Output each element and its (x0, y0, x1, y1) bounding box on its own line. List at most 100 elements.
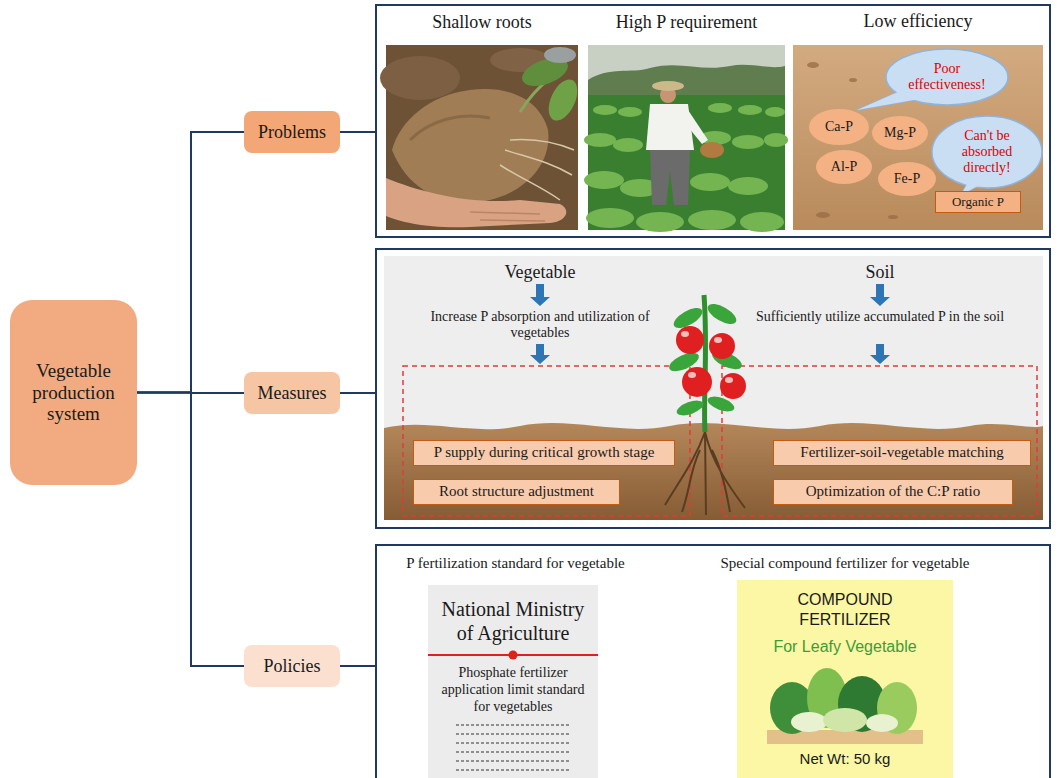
fertilizer-bag: COMPOUND FERTILIZERFor Leafy VegetableNe… (737, 580, 953, 778)
label-text: Special compound fertilizer for vegetabl… (685, 555, 1005, 572)
node-shape (456, 761, 570, 762)
tomato-plant (681, 331, 689, 337)
node-text: Net Wt: 50 kg (737, 750, 953, 767)
tree-connector (137, 393, 244, 667)
node-text: Poor effectiveness! (899, 61, 995, 93)
down-arrow (530, 344, 550, 364)
node-shape (509, 651, 518, 660)
farmer-field-photo (700, 142, 724, 158)
farmer-field-photo (765, 107, 785, 117)
node-shape (849, 78, 857, 82)
node-text: Organic P (952, 195, 1004, 210)
shallow-roots-photo (380, 56, 460, 100)
down-arrow (870, 284, 890, 306)
tomato-plant (720, 373, 746, 399)
measure-box: Optimization of the C:P ratio (773, 479, 1013, 505)
farmer-field-photo (584, 133, 616, 147)
farmer-field-photo (738, 105, 762, 115)
node-shape (456, 734, 570, 735)
farmer-field-photo (618, 107, 642, 117)
farmer-field-photo (593, 105, 617, 115)
measure-box: P supply during critical growth stage (413, 440, 675, 466)
shallow-roots-photo (544, 47, 576, 63)
node-shape (888, 215, 898, 219)
node-text: P supply during critical growth stage (434, 444, 655, 461)
measure-box: Fertilizer-soil-vegetable matching (773, 440, 1031, 466)
node-shape (456, 752, 570, 753)
node-text: Optimization of the C:P ratio (806, 483, 980, 500)
tomato-plant (688, 372, 696, 378)
down-arrow (870, 344, 890, 364)
root-box: Vegetable production system (10, 300, 137, 485)
node-shape (791, 712, 827, 732)
node-shape (816, 150, 872, 184)
tomato-plant (665, 295, 746, 515)
farmer-field-photo (740, 212, 784, 232)
node-shape (816, 212, 830, 218)
tomato-plant (709, 333, 735, 359)
node-text: Measures (258, 383, 327, 404)
farmer-field-photo (636, 212, 684, 232)
tomato-plant (676, 326, 746, 399)
node-text: Vegetable production system (15, 360, 132, 426)
node-text: Phosphate fertilizer application limit s… (438, 665, 588, 715)
category-box: Policies (244, 645, 340, 687)
down-arrow (530, 284, 550, 306)
node-shape (456, 770, 570, 771)
label-text: Sufficiently utilize accumulated P in th… (745, 309, 1015, 325)
node-text: Root structure adjustment (439, 483, 594, 500)
farmer-field-photo (613, 138, 643, 152)
node-shape (932, 116, 1042, 188)
shallow-roots-photo (543, 75, 583, 125)
soil-scene (403, 366, 690, 516)
shallow-roots-photo (410, 116, 490, 140)
speech-bubble: Poor effectiveness! (885, 48, 1009, 106)
node-text: Mg-P (884, 125, 916, 141)
soil-phosphorus-panel: Low efficiencyPoor effectiveness!Ca-PMg-… (793, 45, 1043, 230)
node-shape (456, 725, 570, 726)
soil-scene (722, 366, 1037, 516)
node-text: Problems (258, 122, 326, 143)
tree-connector (137, 132, 244, 393)
node-text: Al-P (831, 159, 857, 175)
node-text: COMPOUND FERTILIZER (767, 590, 923, 630)
node-shape (807, 62, 819, 68)
farmer-field-photo (652, 81, 684, 91)
panel-frame (340, 131, 376, 133)
tomato-plant (681, 331, 733, 383)
node-text: Ca-P (825, 119, 853, 135)
farmer-field-photo (650, 150, 690, 205)
farmer-field-photo (646, 104, 694, 150)
node-shape (823, 708, 867, 732)
farmer-field-photo (732, 135, 764, 149)
panel-frame (376, 545, 1050, 778)
tomato-plant (667, 300, 745, 418)
tomato-plant (714, 337, 722, 343)
tomato-plant (704, 295, 706, 432)
farmer-field-photo (584, 171, 624, 189)
speech-bubble: Can't be absorbed directly! (931, 115, 1043, 189)
phosphate-ellipse: Ca-P (808, 108, 870, 146)
farmer-field-photo (708, 103, 732, 113)
measure-box: Root structure adjustment (413, 479, 620, 505)
node-text: Fertilizer-soil-vegetable matching (800, 444, 1003, 461)
tomato-plant (676, 326, 704, 354)
farmer-field-photo (584, 45, 788, 232)
soil-scene (384, 423, 1043, 520)
farmer-field-photo (764, 133, 788, 147)
farmer-field-photo (588, 65, 785, 100)
phosphate-ellipse: Fe-P (877, 161, 937, 197)
node-shape (793, 45, 1043, 230)
shallow-roots-photo (386, 178, 566, 227)
category-box: Measures (244, 372, 340, 414)
label-text: P fertilization standard for vegetable (363, 555, 668, 572)
node-shape (456, 743, 570, 744)
tomato-plant (665, 432, 745, 515)
node-shape (737, 580, 953, 778)
label-text: Shallow roots (386, 12, 578, 33)
farmer-field-photo (584, 103, 788, 232)
shallow-roots-photo (380, 45, 583, 230)
label-text: Soil (780, 262, 980, 283)
node-shape (866, 714, 898, 732)
